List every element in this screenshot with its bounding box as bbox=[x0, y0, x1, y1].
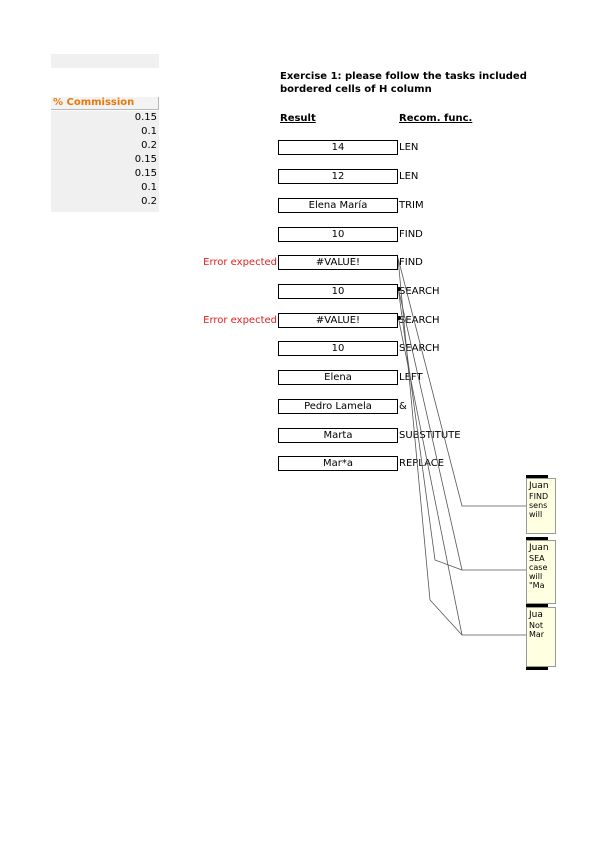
comment-border bbox=[526, 475, 548, 478]
comment-box[interactable]: Juan SEA case will "Ma bbox=[526, 540, 556, 604]
comment-connector bbox=[397, 315, 526, 636]
result-cell[interactable]: 10 bbox=[278, 341, 398, 356]
comment-border bbox=[526, 604, 548, 607]
commission-cell[interactable]: 0.15 bbox=[134, 168, 157, 179]
comment-text: Not bbox=[529, 621, 544, 630]
comment-border bbox=[526, 667, 548, 670]
comment-text: will bbox=[529, 572, 543, 581]
function-label: & bbox=[399, 401, 407, 412]
function-label: LEN bbox=[399, 142, 419, 153]
commission-cell[interactable]: 0.2 bbox=[141, 140, 157, 151]
function-label: SEARCH bbox=[399, 315, 440, 326]
comment-author: Juan bbox=[529, 481, 549, 491]
result-cell[interactable]: Pedro Lamela bbox=[278, 399, 398, 414]
comment-text: Mar bbox=[529, 630, 545, 639]
exercise-title-line1: Exercise 1: please follow the tasks incl… bbox=[280, 71, 527, 82]
comment-text: FIND bbox=[529, 492, 549, 501]
commission-cell[interactable]: 0.1 bbox=[141, 182, 157, 193]
result-header: Result bbox=[280, 113, 316, 124]
commission-header[interactable]: % Commission bbox=[51, 97, 159, 110]
comment-text: sens bbox=[529, 501, 548, 510]
result-cell[interactable]: Elena María bbox=[278, 198, 398, 213]
comment-box[interactable]: Jua Not Mar bbox=[526, 607, 556, 667]
result-cell[interactable]: Mar*a bbox=[278, 456, 398, 471]
result-cell[interactable]: 10 bbox=[278, 227, 398, 242]
function-label: TRIM bbox=[399, 200, 424, 211]
comment-text: case bbox=[529, 563, 548, 572]
comment-author: Jua bbox=[529, 610, 543, 620]
result-cell[interactable]: Marta bbox=[278, 428, 398, 443]
function-label: FIND bbox=[399, 257, 423, 268]
exercise-title-line2: bordered cells of H column bbox=[280, 84, 432, 95]
function-label: SEARCH bbox=[399, 343, 440, 354]
commission-cell[interactable]: 0.2 bbox=[141, 196, 157, 207]
error-expected-label: Error expected bbox=[203, 257, 277, 268]
function-label: SUBSTITUTE bbox=[399, 430, 461, 441]
exercise-title: Exercise 1: please follow the tasks incl… bbox=[280, 70, 580, 96]
comment-text: SEA bbox=[529, 554, 545, 563]
comment-text: will bbox=[529, 510, 543, 519]
comment-text: "Ma bbox=[529, 581, 545, 590]
result-cell[interactable]: #VALUE! bbox=[278, 313, 398, 328]
comment-box[interactable]: Juan FIND sens will bbox=[526, 478, 556, 534]
function-label: FIND bbox=[399, 229, 423, 240]
commission-cell[interactable]: 0.1 bbox=[141, 126, 157, 137]
comment-border bbox=[526, 537, 548, 540]
function-label: LEFT bbox=[399, 372, 423, 383]
commission-column: 0.15 0.1 0.2 0.15 0.15 0.1 0.2 bbox=[51, 111, 159, 212]
function-label: SEARCH bbox=[399, 286, 440, 297]
function-label: REPLACE bbox=[399, 458, 445, 469]
function-label: LEN bbox=[399, 171, 419, 182]
error-expected-label: Error expected bbox=[203, 315, 277, 326]
result-cell[interactable]: 14 bbox=[278, 140, 398, 155]
comment-author: Juan bbox=[529, 543, 549, 553]
commission-cell[interactable]: 0.15 bbox=[134, 154, 157, 165]
grey-header-band bbox=[51, 54, 159, 68]
commission-cell[interactable]: 0.15 bbox=[134, 112, 157, 123]
result-cell[interactable]: Elena bbox=[278, 370, 398, 385]
result-cell[interactable]: 10 bbox=[278, 284, 398, 299]
function-header: Recom. func. bbox=[399, 113, 473, 124]
result-cell[interactable]: #VALUE! bbox=[278, 255, 398, 270]
result-cell[interactable]: 12 bbox=[278, 169, 398, 184]
